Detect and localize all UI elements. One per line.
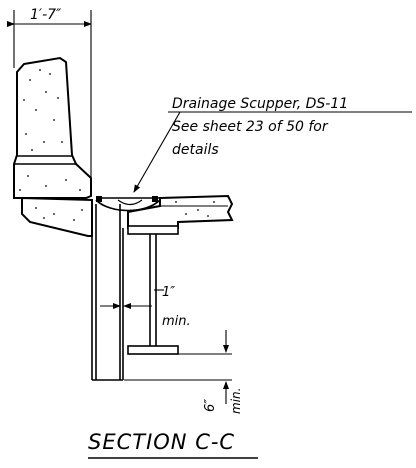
concrete-barrier [13,56,92,199]
bottom-dimension: 6″ min. [124,330,243,414]
callout-line-3: details [172,142,219,158]
drainage-scupper [95,196,161,212]
barrier-width-dimension: 1′-7″ [7,7,92,195]
callout-line-1: Drainage Scupper, DS-11 [172,96,348,112]
bottom-value: 6″ [203,399,218,412]
callout-line-2: See sheet 23 of 50 for [172,119,329,135]
clearance-unit: min. [162,314,191,329]
barrier-width-label: 1′-7″ [30,7,62,23]
callout-leader [133,111,412,193]
barrier-stipple [19,69,81,191]
clearance-dimension: 1″ min. [100,285,191,329]
section-title: SECTION C-C [88,430,235,454]
deck-slab [127,194,234,229]
scupper-downspout [91,204,124,381]
deck-overhang [21,196,93,237]
bottom-unit: min. [229,388,243,414]
clearance-value: 1″ [162,285,175,300]
